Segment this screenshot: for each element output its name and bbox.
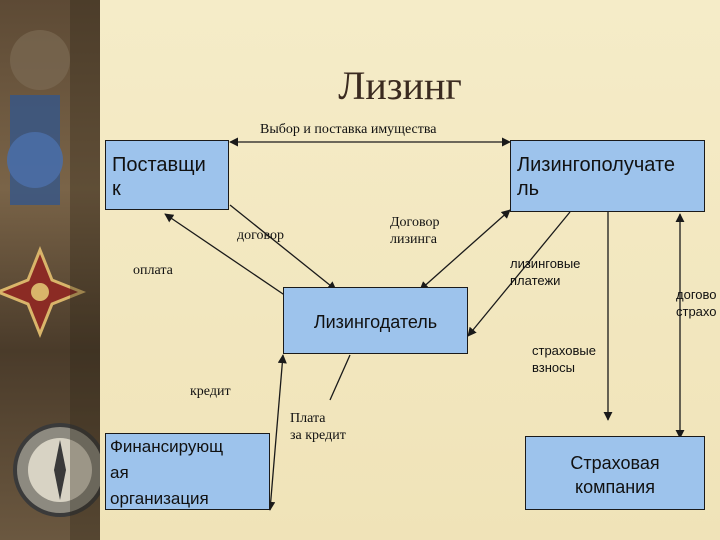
node-insurance-label: Страховая компания [570, 453, 660, 497]
node-insurance: Страховая компания [525, 436, 705, 510]
node-lessee: Лизингополучате ль [510, 140, 705, 212]
decorative-photo-strip [0, 0, 100, 540]
label-lease-payments: лизинговые платежи [510, 256, 581, 288]
label-selection: Выбор и поставка имущества [260, 122, 437, 137]
label-contract: договор [237, 228, 285, 243]
arrow-payment [164, 213, 287, 297]
node-lessor-label: Лизингодатель [313, 312, 438, 332]
arrow-credit [266, 354, 287, 511]
arrow-lease-payments [467, 211, 571, 337]
node-lessee-label: Лизингополучате ль [517, 154, 676, 200]
arrow-contract [229, 204, 337, 291]
node-supplier: Поставщи к [105, 140, 229, 210]
slide-title: Лизинг [338, 63, 462, 108]
label-insurance-contract: догово страхо [676, 287, 717, 319]
label-credit-payment: Плата за кредит [290, 411, 346, 443]
label-credit: кредит [190, 384, 231, 399]
label-insurance-fees: страховые взносы [532, 343, 596, 375]
line-credit-payment [329, 354, 351, 401]
node-finance-label: Финансирующ ая организация [110, 437, 224, 508]
arrow-lease-contract [419, 209, 511, 291]
medals-illustration [0, 0, 100, 540]
node-lessor: Лизингодатель [283, 287, 468, 354]
label-payment: оплата [133, 263, 173, 278]
label-lease-contract: Договор лизинга [390, 215, 440, 247]
node-supplier-label: Поставщи к [112, 154, 206, 200]
node-finance: Финансирующ ая организация [105, 433, 270, 510]
